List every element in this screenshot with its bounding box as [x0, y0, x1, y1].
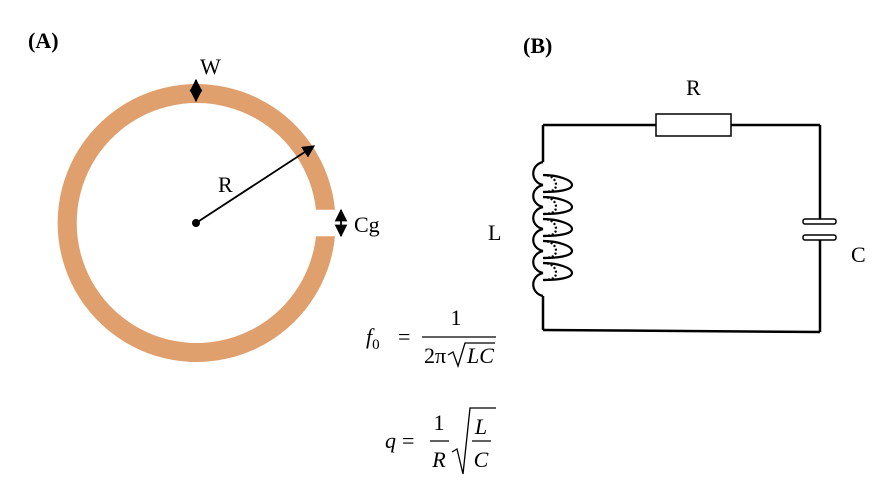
gap-label: Cg [354, 212, 380, 237]
resistor-label: R [686, 75, 701, 100]
circuit-wires [541, 123, 822, 334]
f0-radicand: LC [466, 343, 494, 368]
f0-denominator-prefix: 2π [424, 343, 446, 368]
radius-label: R [218, 172, 233, 197]
radius-arrow [195, 145, 316, 224]
f0-radical-sign [447, 342, 495, 369]
resistor [655, 113, 732, 137]
inductor-label: L [488, 220, 501, 245]
quality-factor-equation: q = 1 R L C [385, 407, 496, 475]
q-denominator: R [431, 447, 446, 472]
q-radical-sign [451, 407, 496, 475]
capacitor-label: C [851, 242, 866, 267]
q-root-denominator: C [474, 447, 489, 472]
f0-numerator: 1 [451, 305, 462, 330]
f0-equals: = [398, 324, 410, 349]
panel-a-label: (A) [28, 28, 59, 53]
width-label: W [200, 54, 221, 79]
inductor-coil [532, 160, 574, 298]
resonant-frequency-equation: f0 = 1 2π LC [366, 305, 496, 369]
q-numerator: 1 [434, 410, 445, 435]
q-root-numerator: L [474, 414, 487, 439]
f0-symbol: f0 [366, 324, 380, 353]
q-symbol: q [385, 428, 396, 453]
q-equals: = [402, 428, 414, 453]
panel-b-label: (B) [523, 33, 552, 58]
capacitor [802, 218, 837, 241]
